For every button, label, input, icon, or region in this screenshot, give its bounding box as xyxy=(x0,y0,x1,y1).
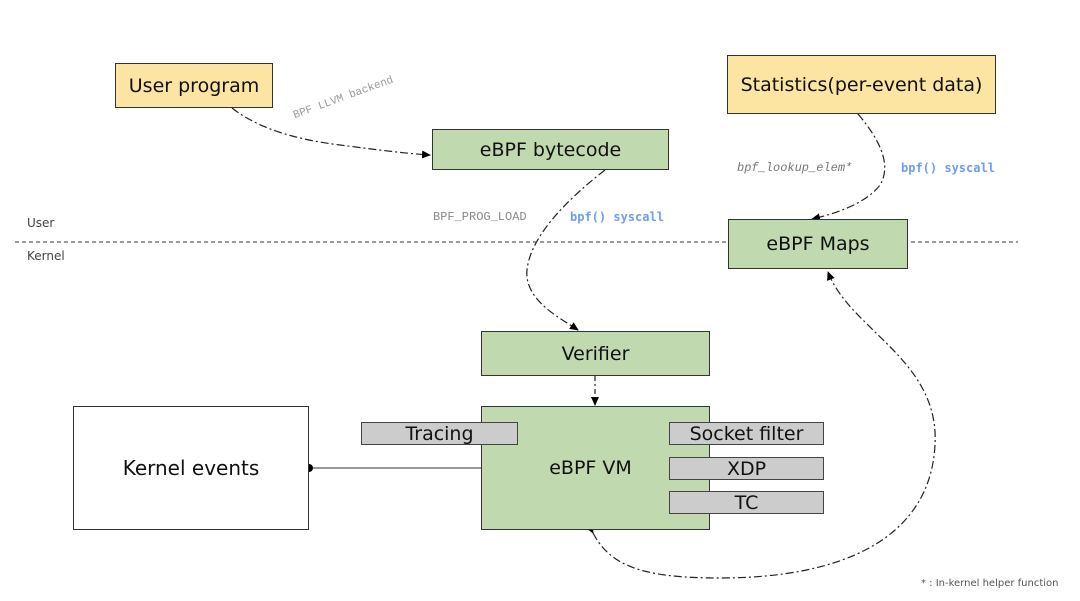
bytecode-label: eBPF bytecode xyxy=(479,138,622,161)
ebpf-vm-label: eBPF VM xyxy=(549,457,632,479)
tracing-label: Tracing xyxy=(405,422,474,445)
prog-load-label: BPF_PROG_LOAD xyxy=(433,210,527,224)
bytecode-box: eBPF bytecode xyxy=(432,129,669,170)
verifier-label: Verifier xyxy=(561,342,630,365)
socket-filter-label: Socket filter xyxy=(689,422,804,445)
tc-hook: TC xyxy=(669,491,824,514)
socket-filter-hook: Socket filter xyxy=(669,422,824,445)
user-space-label: User xyxy=(27,216,55,230)
tc-label: TC xyxy=(734,491,759,514)
user-program-box: User program xyxy=(115,63,273,108)
footnote: * : In-kernel helper function xyxy=(921,578,1059,589)
map-lookup-arrow xyxy=(811,105,886,222)
kernel-events-box: Kernel events xyxy=(73,406,309,530)
compile-arrow xyxy=(231,107,431,159)
kernel-space-label: Kernel xyxy=(27,249,65,263)
prog-load-syscall-label: bpf() syscall xyxy=(570,210,664,224)
statistics-label: Statistics(per-event data) xyxy=(740,73,983,96)
maps-label: eBPF Maps xyxy=(766,233,870,255)
maps-box: eBPF Maps xyxy=(728,219,908,269)
user-program-label: User program xyxy=(128,74,260,97)
maps-syscall-label: bpf() syscall xyxy=(901,161,995,175)
xdp-hook: XDP xyxy=(669,457,824,480)
lookup-elem-label: bpf_lookup_elem* xyxy=(737,161,853,175)
kernel-events-label: Kernel events xyxy=(122,456,260,480)
prog-load-arrow xyxy=(526,169,606,331)
vm-maps-arrow xyxy=(585,271,936,579)
statistics-box: Statistics(per-event data) xyxy=(727,55,996,114)
verifier-box: Verifier xyxy=(481,331,710,376)
xdp-label: XDP xyxy=(726,457,767,480)
tracing-hook: Tracing xyxy=(361,422,518,445)
